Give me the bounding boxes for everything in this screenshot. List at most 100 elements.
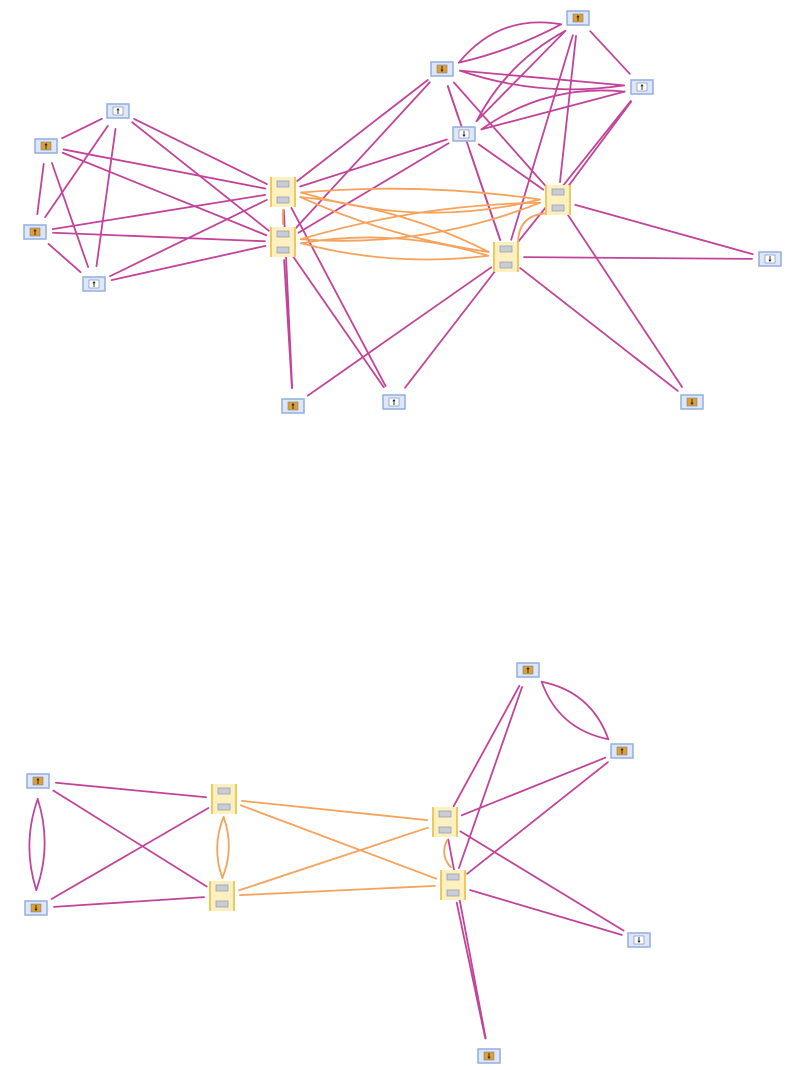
hub-slot-top (499, 245, 513, 253)
edge-t12-t14 (306, 266, 493, 397)
edge-b5-b6 (221, 816, 230, 879)
edge-b7-b10 (447, 838, 487, 1040)
hub-node-t11[interactable] (545, 185, 571, 215)
arrow-up-icon (33, 229, 37, 235)
arrow-down-icon (690, 399, 694, 405)
arrow-up-icon (620, 748, 624, 754)
edge-b3-b5 (55, 781, 207, 799)
hub-slot-bottom (276, 196, 290, 204)
arrow-down-icon (440, 66, 444, 72)
edge-t4-t12 (468, 150, 502, 241)
arrow-up-icon (640, 84, 644, 90)
hub-slot-top (276, 180, 290, 188)
edge-t4-t9 (299, 138, 448, 188)
edge-t2-t9 (296, 79, 429, 182)
edge-t10-t12 (300, 236, 489, 257)
edge-t1-t2 (457, 23, 563, 64)
edge-b2-b8 (466, 761, 609, 875)
arrow-up-icon (44, 143, 48, 149)
hub-slot-top (215, 884, 229, 892)
leaf-node-t3[interactable] (630, 79, 654, 95)
hub-node-t9[interactable] (270, 177, 296, 207)
arrow-down-icon (637, 937, 641, 943)
edge-t8-t10 (110, 245, 267, 281)
edge-t7-t8 (47, 243, 82, 273)
edge-b7-b9 (459, 830, 625, 932)
edge-t8-t9 (109, 198, 268, 278)
edge-t5-t6 (61, 117, 103, 140)
edge-b5-b8 (239, 804, 438, 880)
leaf-node-t15[interactable] (382, 394, 406, 410)
edge-t9-t15 (290, 207, 387, 387)
edge-t12-t13 (523, 256, 753, 260)
leaf-node-b3[interactable] (26, 773, 50, 789)
edge-t11-t16 (567, 214, 683, 388)
edge-t3-t4 (480, 89, 626, 131)
leaf-node-t4[interactable] (452, 126, 476, 142)
edge-t10-t14 (283, 259, 293, 389)
leaf-node-t7[interactable] (23, 224, 47, 240)
edge-t1-t11 (559, 34, 577, 184)
edge-b3-b4 (35, 798, 46, 891)
edge-b5-b6 (216, 816, 225, 879)
hub-node-b8[interactable] (440, 870, 466, 900)
edge-t5-t9 (133, 118, 268, 185)
edge-t10-t11 (299, 201, 542, 241)
arrow-down-icon (768, 256, 772, 262)
leaf-node-t13[interactable] (758, 251, 782, 267)
edge-t1-t4 (475, 29, 567, 123)
edge-b1-b2 (540, 680, 610, 741)
hub-node-b5[interactable] (211, 784, 237, 814)
edge-b3-b4 (28, 798, 39, 891)
leaf-node-b1[interactable] (516, 662, 540, 678)
edge-t11-t12 (517, 212, 547, 245)
leaf-node-b4[interactable] (24, 900, 48, 916)
edge-b4-b6 (53, 896, 205, 908)
leaf-node-b2[interactable] (610, 743, 634, 759)
hub-slot-top (551, 188, 565, 196)
hub-slot-bottom (215, 900, 229, 908)
arrow-up-icon (36, 778, 40, 784)
arrow-up-icon (392, 399, 396, 405)
edge-b1-b7 (452, 684, 521, 808)
arrow-up-icon (526, 667, 530, 673)
arrow-up-icon (576, 15, 580, 21)
edge-t7-t9 (51, 193, 267, 231)
edge-t12-t15 (404, 270, 496, 389)
hub-node-b7[interactable] (432, 807, 458, 837)
edge-t2-t3 (459, 69, 625, 91)
hub-slot-bottom (438, 826, 452, 834)
hub-slot-top (438, 810, 452, 818)
nodes-layer (23, 10, 782, 1064)
leaf-node-t16[interactable] (680, 394, 704, 410)
hub-node-t10[interactable] (270, 227, 296, 257)
hub-slot-top (446, 873, 460, 881)
leaf-node-t6[interactable] (34, 138, 58, 154)
hub-slot-top (217, 787, 231, 795)
edge-b3-b6 (52, 789, 208, 888)
leaf-node-t1[interactable] (566, 10, 590, 26)
edge-b1-b2 (540, 680, 610, 741)
hub-slot-bottom (276, 246, 290, 254)
hub-node-t12[interactable] (493, 242, 519, 272)
edge-t6-t7 (36, 162, 45, 216)
leaf-node-t8[interactable] (82, 276, 106, 292)
edge-t12-t16 (519, 267, 679, 392)
edge-t11-t13 (574, 203, 754, 256)
edge-t4-t11 (477, 143, 545, 191)
edge-b6-b8 (239, 884, 436, 897)
hub-slot-bottom (217, 803, 231, 811)
edges-layer (28, 21, 754, 1040)
leaf-node-t14[interactable] (281, 398, 305, 414)
edge-t5-t8 (95, 127, 117, 268)
leaf-node-t5[interactable] (106, 103, 130, 119)
leaf-node-b10[interactable] (477, 1048, 501, 1064)
hub-node-b6[interactable] (209, 881, 235, 911)
edge-t1-t2 (457, 21, 563, 64)
leaf-node-t2[interactable] (430, 61, 454, 77)
edge-b6-b7 (238, 826, 429, 892)
leaf-node-b9[interactable] (627, 932, 651, 948)
hub-slot-bottom (551, 204, 565, 212)
edge-t6-t8 (51, 162, 89, 268)
